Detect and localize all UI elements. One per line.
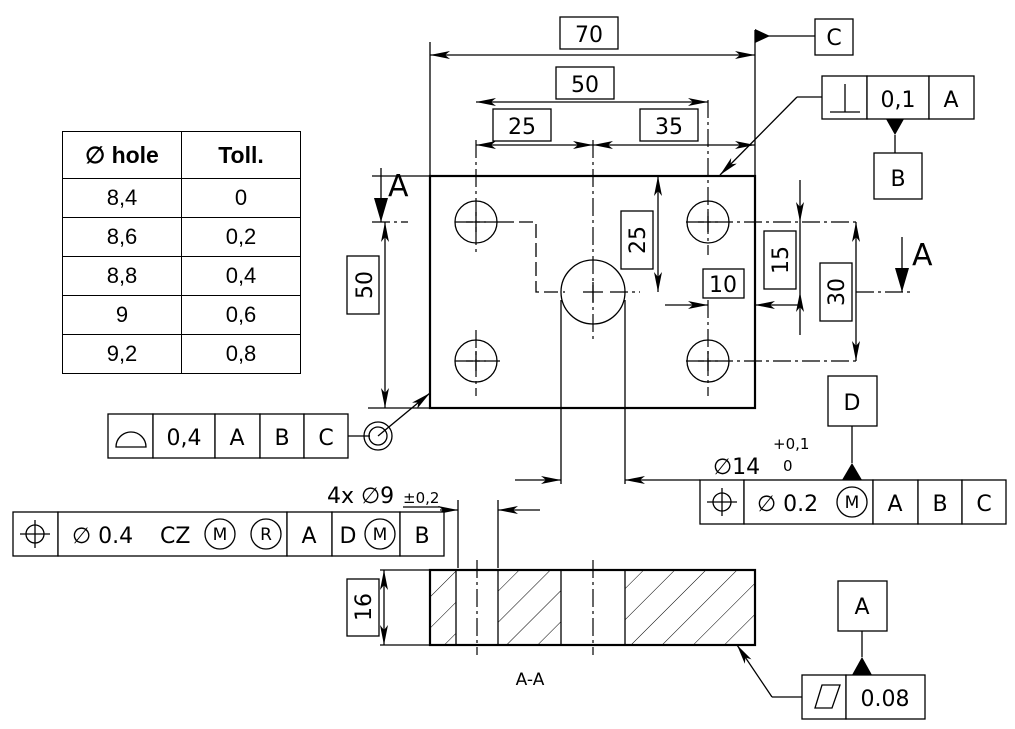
position-pattern-datum-d-modifier: M — [373, 525, 388, 545]
leader-profile — [377, 392, 431, 437]
all-around-icon — [363, 421, 393, 451]
position-center-tolerance: ∅ 0.2 — [757, 492, 818, 517]
section-arrow-left — [374, 198, 388, 222]
center-hole-tol-lower: 0 — [783, 457, 793, 475]
dim-16: 16 — [352, 593, 377, 621]
datum-a-triangle — [852, 657, 872, 675]
position-pattern-cz: CZ — [160, 524, 190, 549]
datum-b: B — [890, 167, 905, 192]
datum-c-triangle — [755, 29, 770, 43]
cell-toll: 0,2 — [181, 217, 301, 257]
position-pattern-modifier-r: R — [260, 525, 272, 545]
cell-hole: 8,8 — [62, 256, 182, 296]
fcf-profile: 0,4 A B C — [107, 413, 349, 459]
dim-35: 35 — [655, 115, 683, 140]
perpendicularity-datum: A — [943, 88, 958, 113]
position-pattern-datum-a: A — [301, 524, 316, 549]
dim-15: 15 — [769, 246, 794, 274]
cell-toll: 0,4 — [181, 256, 301, 296]
cell-hole: 8,4 — [62, 178, 182, 218]
leader-perpendicularity — [719, 96, 798, 176]
perpendicularity-tolerance: 0,1 — [881, 88, 916, 113]
cell-hole: 9,2 — [62, 334, 182, 374]
datum-c: C — [826, 26, 841, 51]
fcf-flatness: 0.08 — [801, 674, 926, 720]
position-center-datum-c: C — [976, 492, 991, 517]
fcf-position-center: ∅ 0.2 M A B C — [699, 479, 1007, 525]
dim-50-horizontal: 50 — [571, 73, 599, 98]
position-center-datum-a: A — [887, 492, 902, 517]
position-pattern-datum-d: D — [340, 524, 357, 549]
pattern-tolerance: ±0,2 — [403, 489, 439, 507]
flatness-tolerance: 0.08 — [861, 687, 910, 712]
datum-d-triangle — [842, 463, 862, 480]
position-icon — [20, 520, 50, 548]
dim-50-vertical: 50 — [353, 271, 378, 299]
fcf-position-pattern: ∅ 0.4 CZ M R A D M B — [12, 511, 445, 557]
center-hole-tol-upper: +0,1 — [773, 435, 809, 453]
datum-b-triangle — [886, 119, 904, 135]
position-pattern-datum-b: B — [414, 524, 429, 549]
cell-toll: 0,8 — [181, 334, 301, 374]
section-arrow-right — [895, 268, 909, 292]
position-center-datum-b: B — [932, 492, 947, 517]
profile-datum-a: A — [229, 426, 244, 451]
position-icon — [707, 488, 737, 516]
section-view — [428, 560, 757, 655]
dim-70: 70 — [575, 23, 603, 48]
dim-25-vertical: 25 — [626, 226, 651, 254]
section-label-left: A — [388, 169, 409, 204]
profile-datum-c: C — [318, 426, 333, 451]
leader-flatness — [736, 644, 773, 698]
dim-30: 30 — [825, 278, 850, 306]
datum-d: D — [844, 391, 861, 416]
profile-datum-b: B — [274, 426, 289, 451]
section-line — [500, 221, 565, 293]
section-view-label: A-A — [516, 670, 545, 690]
parallelogram-flatness-icon — [814, 684, 841, 709]
section-label-right: A — [912, 238, 933, 273]
header-hole: ∅ hole — [62, 131, 182, 179]
dim-10: 10 — [709, 273, 737, 298]
profile-of-surface-icon — [115, 431, 147, 448]
fcf-perpendicularity: 0,1 A — [821, 75, 975, 120]
dim-25-horizontal: 25 — [508, 115, 536, 140]
header-toll: Toll. — [181, 131, 301, 179]
perpendicularity-icon — [830, 84, 860, 113]
table-header-row: ∅ hole Toll. — [62, 131, 301, 179]
cell-hole: 9 — [62, 295, 182, 335]
position-pattern-modifier-m: M — [213, 525, 228, 545]
center-hole-diameter: ∅14 — [713, 455, 760, 480]
pattern-callout: 4x ∅9 — [327, 484, 394, 509]
profile-tolerance: 0,4 — [167, 426, 202, 451]
position-pattern-tolerance: ∅ 0.4 — [72, 524, 133, 549]
position-center-modifier: M — [845, 493, 860, 513]
datum-a: A — [854, 595, 869, 620]
